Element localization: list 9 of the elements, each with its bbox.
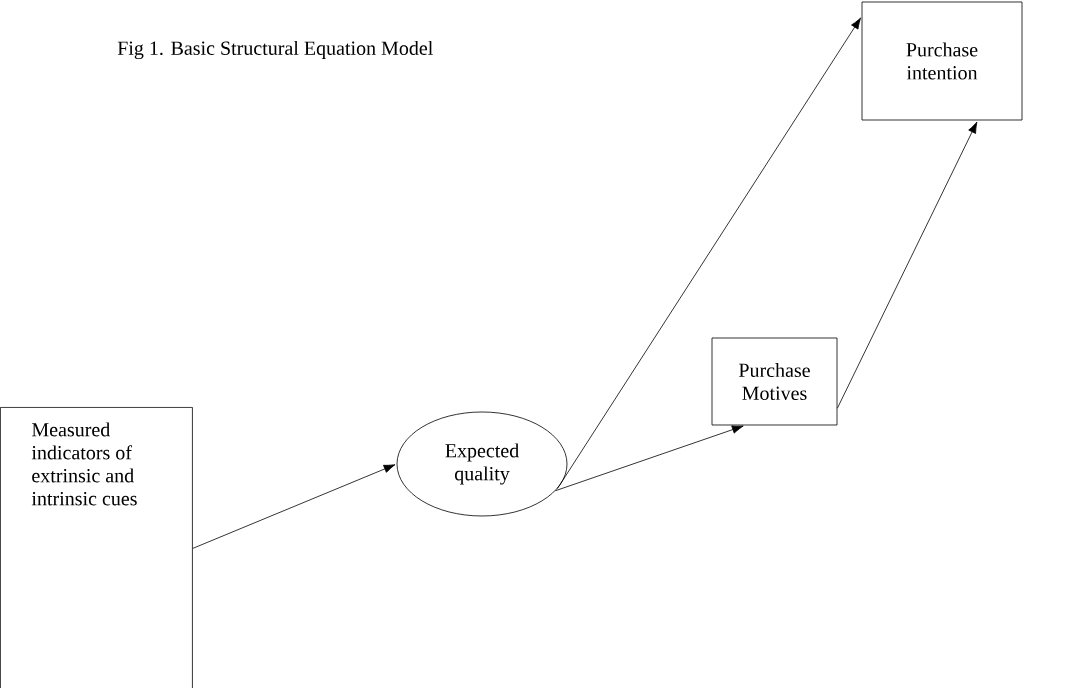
process-box: Purchase Motives: [711, 337, 838, 426]
arrow: [557, 17, 862, 489]
ellipse-node: Expected quality: [396, 411, 568, 517]
figure-title: Fig 1. Basic Structural Equation Model: [117, 40, 433, 60]
arrow: [192, 464, 396, 549]
arrow: [837, 121, 978, 409]
arrow: [555, 425, 744, 492]
process-box: Purchase intention: [861, 1, 1023, 121]
process-box: Measured indicators of extrinsic and intrinsic cues: [0, 407, 193, 688]
